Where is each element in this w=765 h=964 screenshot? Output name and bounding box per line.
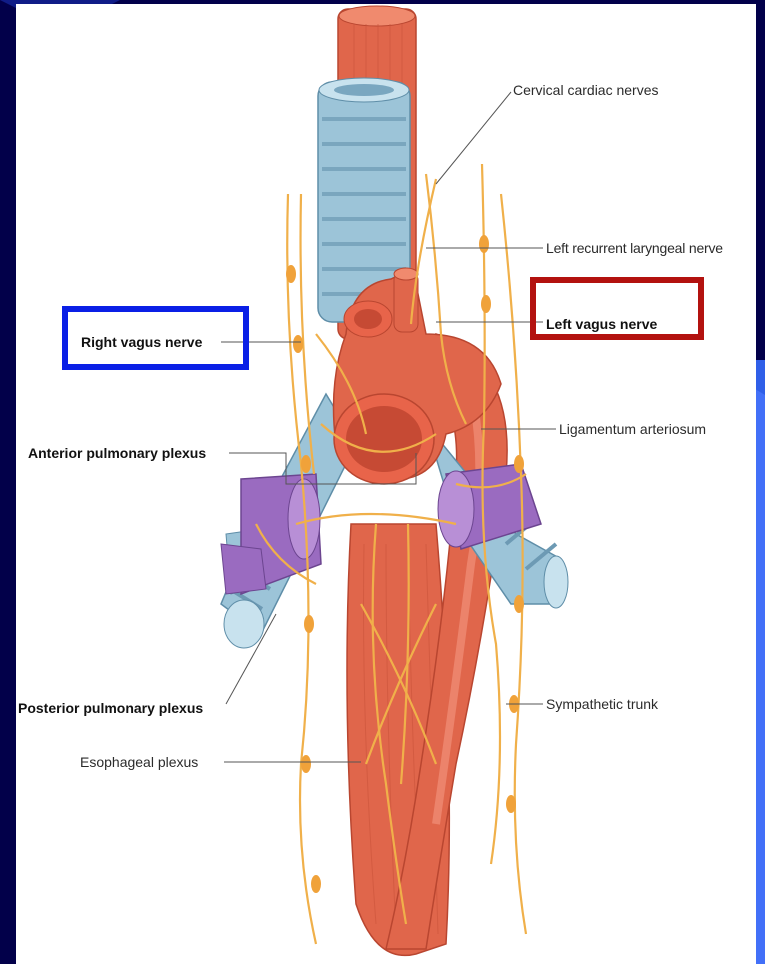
mediastinum-illustration [16, 4, 756, 964]
label-ligamentum-arteriosum: Ligamentum arteriosum [559, 421, 706, 437]
label-esophageal-plexus: Esophageal plexus [80, 754, 198, 770]
label-left-recurrent-laryngeal-nerve: Left recurrent laryngeal nerve [546, 240, 723, 256]
label-posterior-pulmonary-plexus: Posterior pulmonary plexus [18, 700, 203, 716]
label-cervical-cardiac-nerves: Cervical cardiac nerves [513, 82, 659, 98]
highlight-box-left-vagus [530, 277, 704, 340]
label-anterior-pulmonary-plexus: Anterior pulmonary plexus [28, 445, 206, 461]
label-sympathetic-trunk: Sympathetic trunk [546, 696, 658, 712]
anatomy-figure-panel: Cervical cardiac nerves Left recurrent l… [16, 4, 756, 964]
highlight-box-right-vagus [62, 306, 249, 370]
